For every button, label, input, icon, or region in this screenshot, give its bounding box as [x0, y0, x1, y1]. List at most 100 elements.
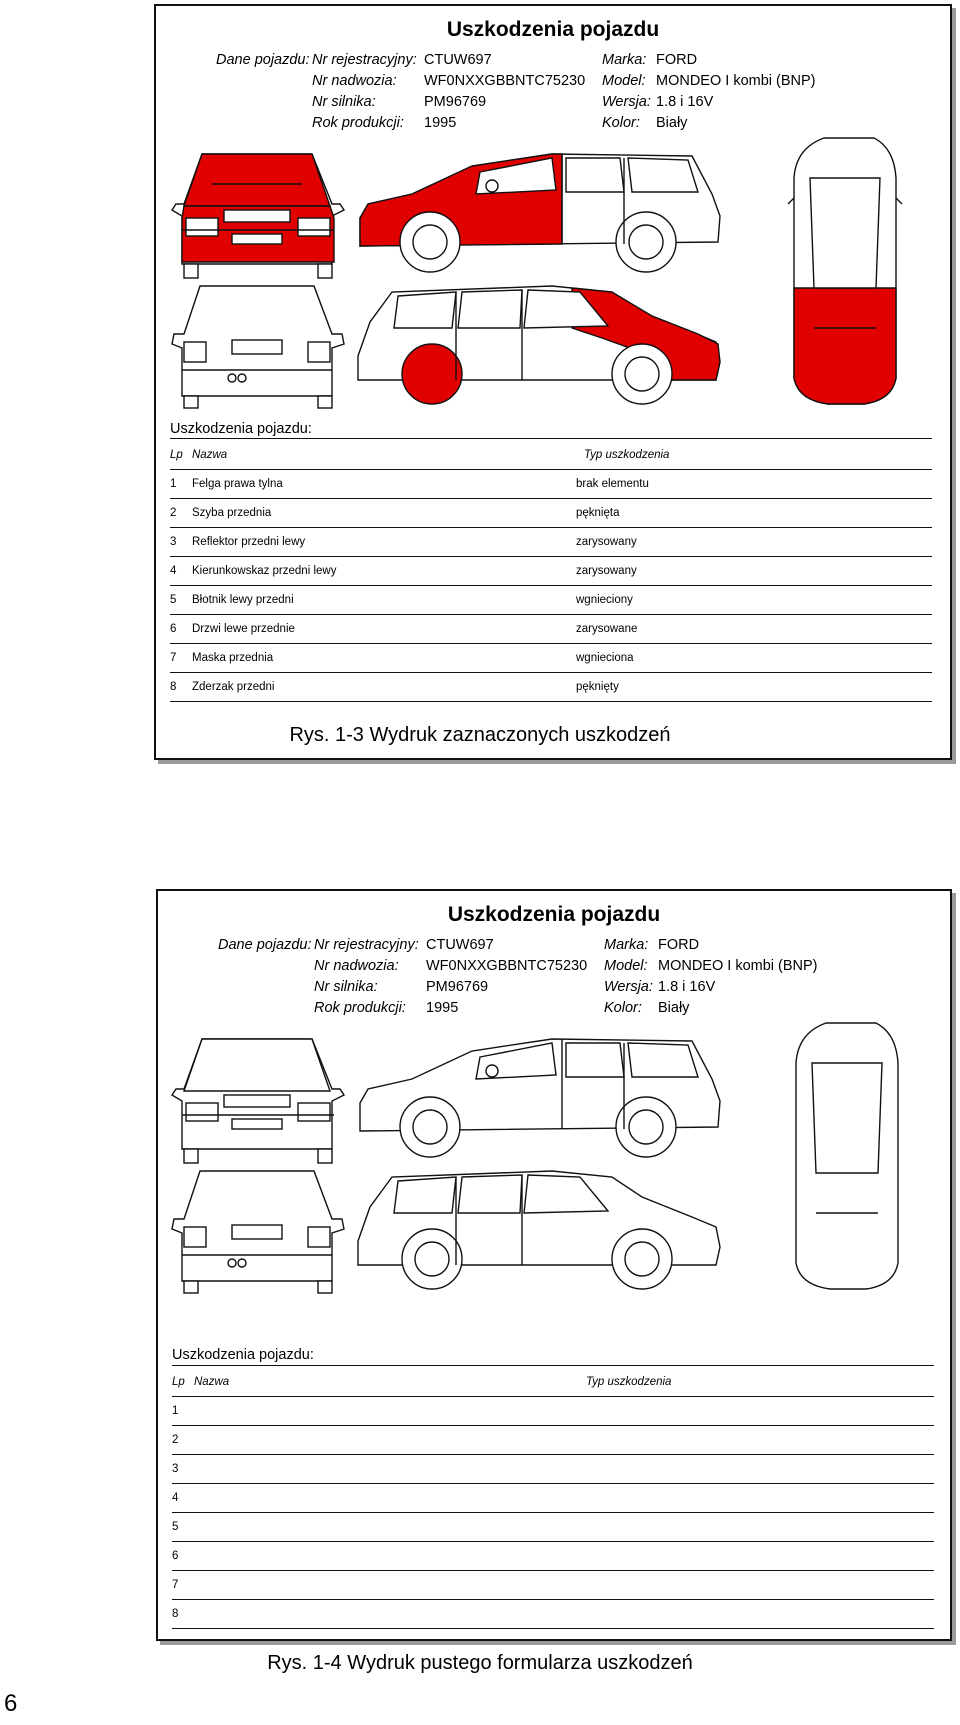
vehicle-labels-right: Marka: Model: Wersja: Kolor: — [604, 935, 674, 1019]
row-type: zarysowany — [576, 565, 637, 577]
damage-table: Lp Nazwa Typ uszkodzenia 1 Felga prawa ty… — [170, 438, 932, 702]
damage-report-filled: Uszkodzenia pojazdu Dane pojazdu: Nr rej… — [154, 4, 952, 760]
row-lp: 3 — [172, 1463, 179, 1475]
row-lp: 8 — [170, 681, 177, 693]
version-label: Wersja: — [602, 94, 651, 110]
table-row-empty: 4 — [172, 1484, 934, 1513]
row-type: wgnieciona — [576, 652, 634, 664]
row-lp: 5 — [172, 1521, 179, 1533]
damage-section-label: Uszkodzenia pojazdu: — [172, 1347, 314, 1363]
table-row: 6 Drzwi lewe przednie zarysowane — [170, 615, 932, 644]
row-lp: 2 — [172, 1434, 179, 1446]
color-label: Kolor: — [602, 115, 640, 131]
row-lp: 6 — [172, 1550, 179, 1562]
car-top-view — [795, 1022, 899, 1290]
row-name: Kierunkowskaz przedni lewy — [192, 565, 337, 577]
car-right-side-view — [357, 285, 721, 405]
make-value: FORD — [658, 937, 700, 953]
color-value: Biały — [656, 115, 688, 131]
row-name: Szyba przednia — [192, 507, 272, 519]
damage-section-label: Uszkodzenia pojazdu: — [170, 421, 312, 437]
vehicle-values: CTUW697 WF0NXXGBBNTC75230 PM96769 1995 — [426, 935, 587, 1019]
row-type: brak elementu — [576, 478, 649, 490]
vin-value: WF0NXXGBBNTC75230 — [424, 73, 586, 89]
vehicle-labels: Nr rejestracyjny: Nr nadwozia: Nr silnik… — [314, 935, 422, 1019]
model-value: MONDEO I kombi (BNP) — [656, 73, 816, 89]
row-lp: 4 — [170, 565, 177, 577]
year-value: 1995 — [424, 115, 457, 131]
table-row-empty: 2 — [172, 1426, 934, 1455]
engine-label: Nr silnika: — [314, 979, 378, 995]
model-value: MONDEO I kombi (BNP) — [658, 958, 818, 974]
type-header: Typ uszkodzenia — [584, 449, 670, 461]
table-row-empty: 5 — [172, 1513, 934, 1542]
row-lp: 1 — [172, 1405, 179, 1417]
car-top-view — [787, 137, 903, 405]
reg-value: CTUW697 — [426, 937, 494, 953]
row-name: Błotnik lewy przedni — [192, 594, 294, 606]
year-label: Rok produkcji: — [314, 1000, 406, 1016]
version-value: 1.8 i 16V — [658, 979, 716, 995]
car-left-side-view — [359, 153, 721, 273]
year-label: Rok produkcji: — [312, 115, 404, 131]
vehicle-labels: Nr rejestracyjny: Nr nadwozia: Nr silnik… — [312, 50, 420, 134]
car-front-view — [171, 153, 346, 279]
make-value: FORD — [656, 52, 698, 68]
row-lp: 3 — [170, 536, 177, 548]
row-type: zarysowane — [576, 623, 638, 635]
row-type: wgnieciony — [576, 594, 633, 606]
caption-figure-1-4: Rys. 1-4 Wydruk pustego formularza uszko… — [267, 1652, 693, 1674]
table-row: 4 Kierunkowskaz przedni lewy zarysowany — [170, 557, 932, 586]
name-header: Nazwa — [194, 1376, 230, 1388]
color-label: Kolor: — [604, 1000, 642, 1016]
damage-table-empty: Lp Nazwa Typ uszkodzenia 1 2 3 4 5 6 7 8 — [172, 1365, 934, 1629]
vehicle-labels-right: Marka: Model: Wersja: Kolor: — [602, 50, 672, 134]
row-name: Reflektor przedni lewy — [192, 536, 306, 548]
row-lp: 6 — [170, 623, 177, 635]
engine-value: PM96769 — [424, 94, 487, 110]
lp-header: Lp — [170, 449, 183, 461]
year-value: 1995 — [426, 1000, 459, 1016]
vin-value: WF0NXXGBBNTC75230 — [426, 958, 588, 974]
row-lp: 1 — [170, 478, 177, 490]
car-left-side-view — [359, 1038, 721, 1158]
table-row: 1 Felga prawa tylna brak elementu — [170, 470, 932, 499]
car-rear-view — [171, 1170, 345, 1294]
row-name: Drzwi lewe przednie — [192, 623, 295, 635]
table-row-empty: 1 — [172, 1397, 934, 1426]
engine-label: Nr silnika: — [312, 94, 376, 110]
vehicle-values: CTUW697 WF0NXXGBBNTC75230 PM96769 1995 — [424, 50, 585, 134]
version-value: 1.8 i 16V — [656, 94, 714, 110]
table-row: 8 Zderzak przedni pęknięty — [170, 673, 932, 702]
row-lp: 5 — [170, 594, 177, 606]
type-header: Typ uszkodzenia — [586, 1376, 672, 1388]
version-label: Wersja: — [604, 979, 653, 995]
make-label: Marka: — [602, 52, 647, 68]
row-lp: 2 — [170, 507, 177, 519]
damage-report-empty: Uszkodzenia pojazdu Dane pojazdu: Nr rej… — [156, 889, 952, 1641]
model-label: Model: — [602, 73, 646, 89]
vin-label: Nr nadwozia: — [312, 73, 397, 89]
row-name: Zderzak przedni — [192, 681, 275, 693]
car-rear-view — [171, 285, 345, 409]
vehicle-section-label: Dane pojazdu: — [216, 52, 310, 68]
table-header: Lp Nazwa Typ uszkodzenia — [170, 438, 932, 470]
model-label: Model: — [604, 958, 648, 974]
vin-label: Nr nadwozia: — [314, 958, 399, 974]
table-row-empty: 6 — [172, 1542, 934, 1571]
row-name: Felga prawa tylna — [192, 478, 283, 490]
reg-label: Nr rejestracyjny: — [314, 937, 419, 953]
vehicle-section-label: Dane pojazdu: — [218, 937, 312, 953]
row-lp: 7 — [172, 1579, 179, 1591]
make-label: Marka: — [604, 937, 649, 953]
row-lp: 4 — [172, 1492, 179, 1504]
row-lp: 8 — [172, 1608, 179, 1620]
table-row-empty: 8 — [172, 1600, 934, 1629]
table-header: Lp Nazwa Typ uszkodzenia — [172, 1365, 934, 1397]
page-number: 6 — [4, 1690, 18, 1717]
color-value: Biały — [658, 1000, 690, 1016]
table-row-empty: 7 — [172, 1571, 934, 1600]
table-row-empty: 3 — [172, 1455, 934, 1484]
row-type: pęknięty — [576, 681, 619, 693]
